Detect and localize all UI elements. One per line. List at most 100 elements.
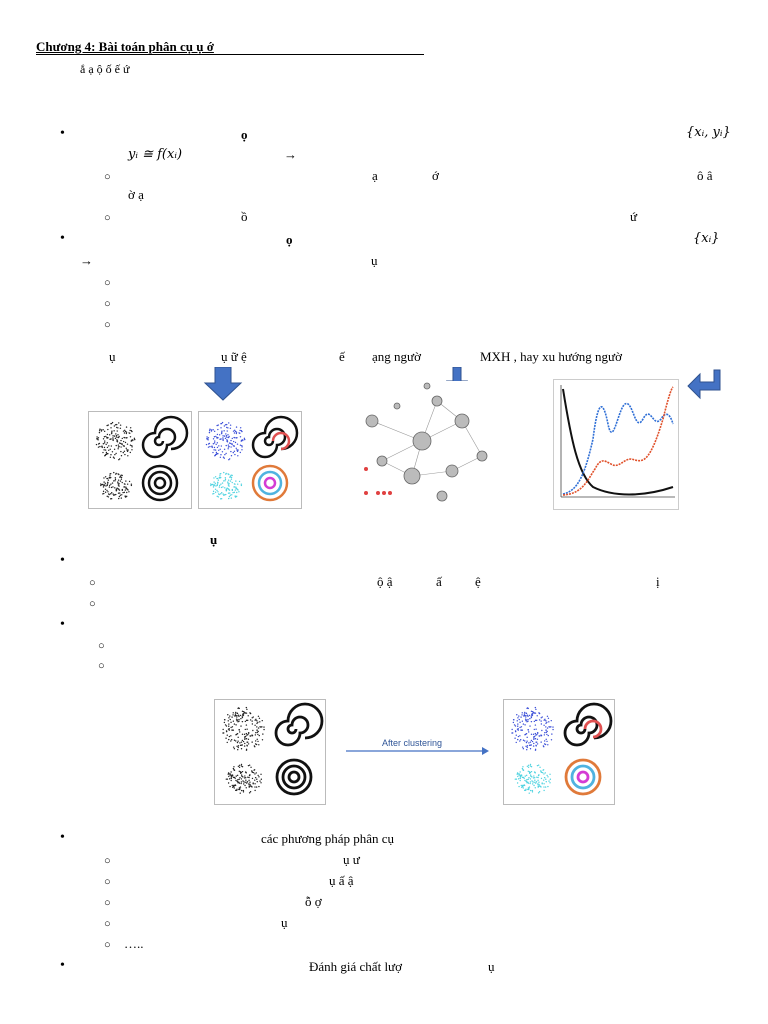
scatter-dot [230,739,233,741]
scatter-dot [523,777,525,779]
scatter-dot [230,735,232,737]
scatter-dot [228,495,231,498]
scatter-dot [240,778,243,780]
scatter-dot [527,764,530,767]
scatter-dot [237,778,239,781]
scatter-dot [114,478,117,481]
scatter-dot [247,743,250,745]
scatter-dot [543,776,546,779]
scatter-dot [213,442,216,444]
scatter-dot [232,714,234,716]
scatter-dot [243,783,245,785]
scatter-dot [233,436,235,439]
scatter-dot [532,745,535,747]
scatter-dot [227,720,229,722]
scatter-dot [108,493,110,496]
scatter-dot [532,733,535,736]
scatter-dot [118,482,120,485]
spiral-shape [141,415,189,459]
scatter-dot [107,428,109,431]
scatter-dot [535,708,537,711]
scatter-dot [230,779,232,782]
scatter-dot [121,443,124,445]
scatter-dot [232,776,235,779]
scatter-dot [245,738,248,740]
scatter-dot [110,438,112,440]
scatter-dot [533,784,535,787]
scatter-dot [246,719,249,722]
scatter-dot [522,723,525,725]
scatter-dot [130,483,133,485]
scatter-dot [125,431,128,433]
scatter-dot [131,444,133,447]
scatter-dot [549,778,552,780]
scatter-dot [234,789,237,792]
scatter-dot [228,725,230,727]
scatter-dot [241,720,244,723]
scatter-dot [515,741,517,744]
scatter-dot [538,784,541,786]
scatter-dot [129,429,131,432]
scatter-dot [222,728,224,731]
scatter-dot [241,449,243,451]
network-graph-image [352,381,498,509]
scatter-dot [549,773,551,775]
scatter-dot [123,450,126,452]
scatter-dot [536,783,539,785]
scatter-dot [531,780,533,782]
scatter-dot [251,777,254,780]
scatter-dot [531,791,534,793]
scatter-dot [238,718,240,721]
scatter-dot [209,428,211,430]
scatter-dot [546,715,549,717]
scatter-dot [258,734,260,737]
scatter-dot [217,491,219,493]
scatter-dot [241,710,244,712]
scatter-dot [231,481,233,484]
scatter-dot [238,707,240,710]
scatter-dot [227,444,230,446]
scatter-dot [524,779,526,782]
scatter-dot [110,483,112,485]
scatter-dot [233,784,236,787]
scatter-dot [130,440,133,442]
scatter-dot [239,427,242,429]
scatter-dot [105,451,108,454]
scatter-dot [123,445,126,447]
scatter-dot [251,770,253,773]
scatter-dot [254,786,256,788]
scatter-dot [227,482,229,484]
scatter-dot [214,482,217,485]
scatter-dot [521,714,523,716]
scatter-dot [246,781,249,783]
scatter-dot [543,746,545,748]
scatter-dot [256,720,258,722]
scatter-dot [217,479,220,481]
scatter-dot [112,486,114,488]
clustering-before-image [214,699,326,805]
scatter-dot [247,764,250,767]
scatter-dot [535,745,537,747]
scatter-dot [228,482,230,485]
scatter-dot [126,495,128,498]
scatter-dot [228,775,230,778]
scatter-dot [230,474,232,476]
scatter-dot [537,764,540,766]
scatter-dot [216,442,219,444]
scatter-dot [513,719,515,721]
scatter-dot [116,441,119,443]
scatter-dot [233,491,236,494]
scatter-dot [213,481,215,483]
scatter-dot [530,766,533,768]
scatter-dot [239,772,242,774]
scatter-dot [225,730,228,733]
scatter-dot [113,480,115,482]
scatter-dot [546,774,548,777]
scatter-dot [244,720,247,723]
scatter-dot [110,493,112,495]
scatter-dot [533,720,536,723]
scatter-dot [244,742,246,745]
scatter-dot [547,734,549,737]
scatter-dot [251,723,254,725]
scatter-dot [534,738,537,740]
